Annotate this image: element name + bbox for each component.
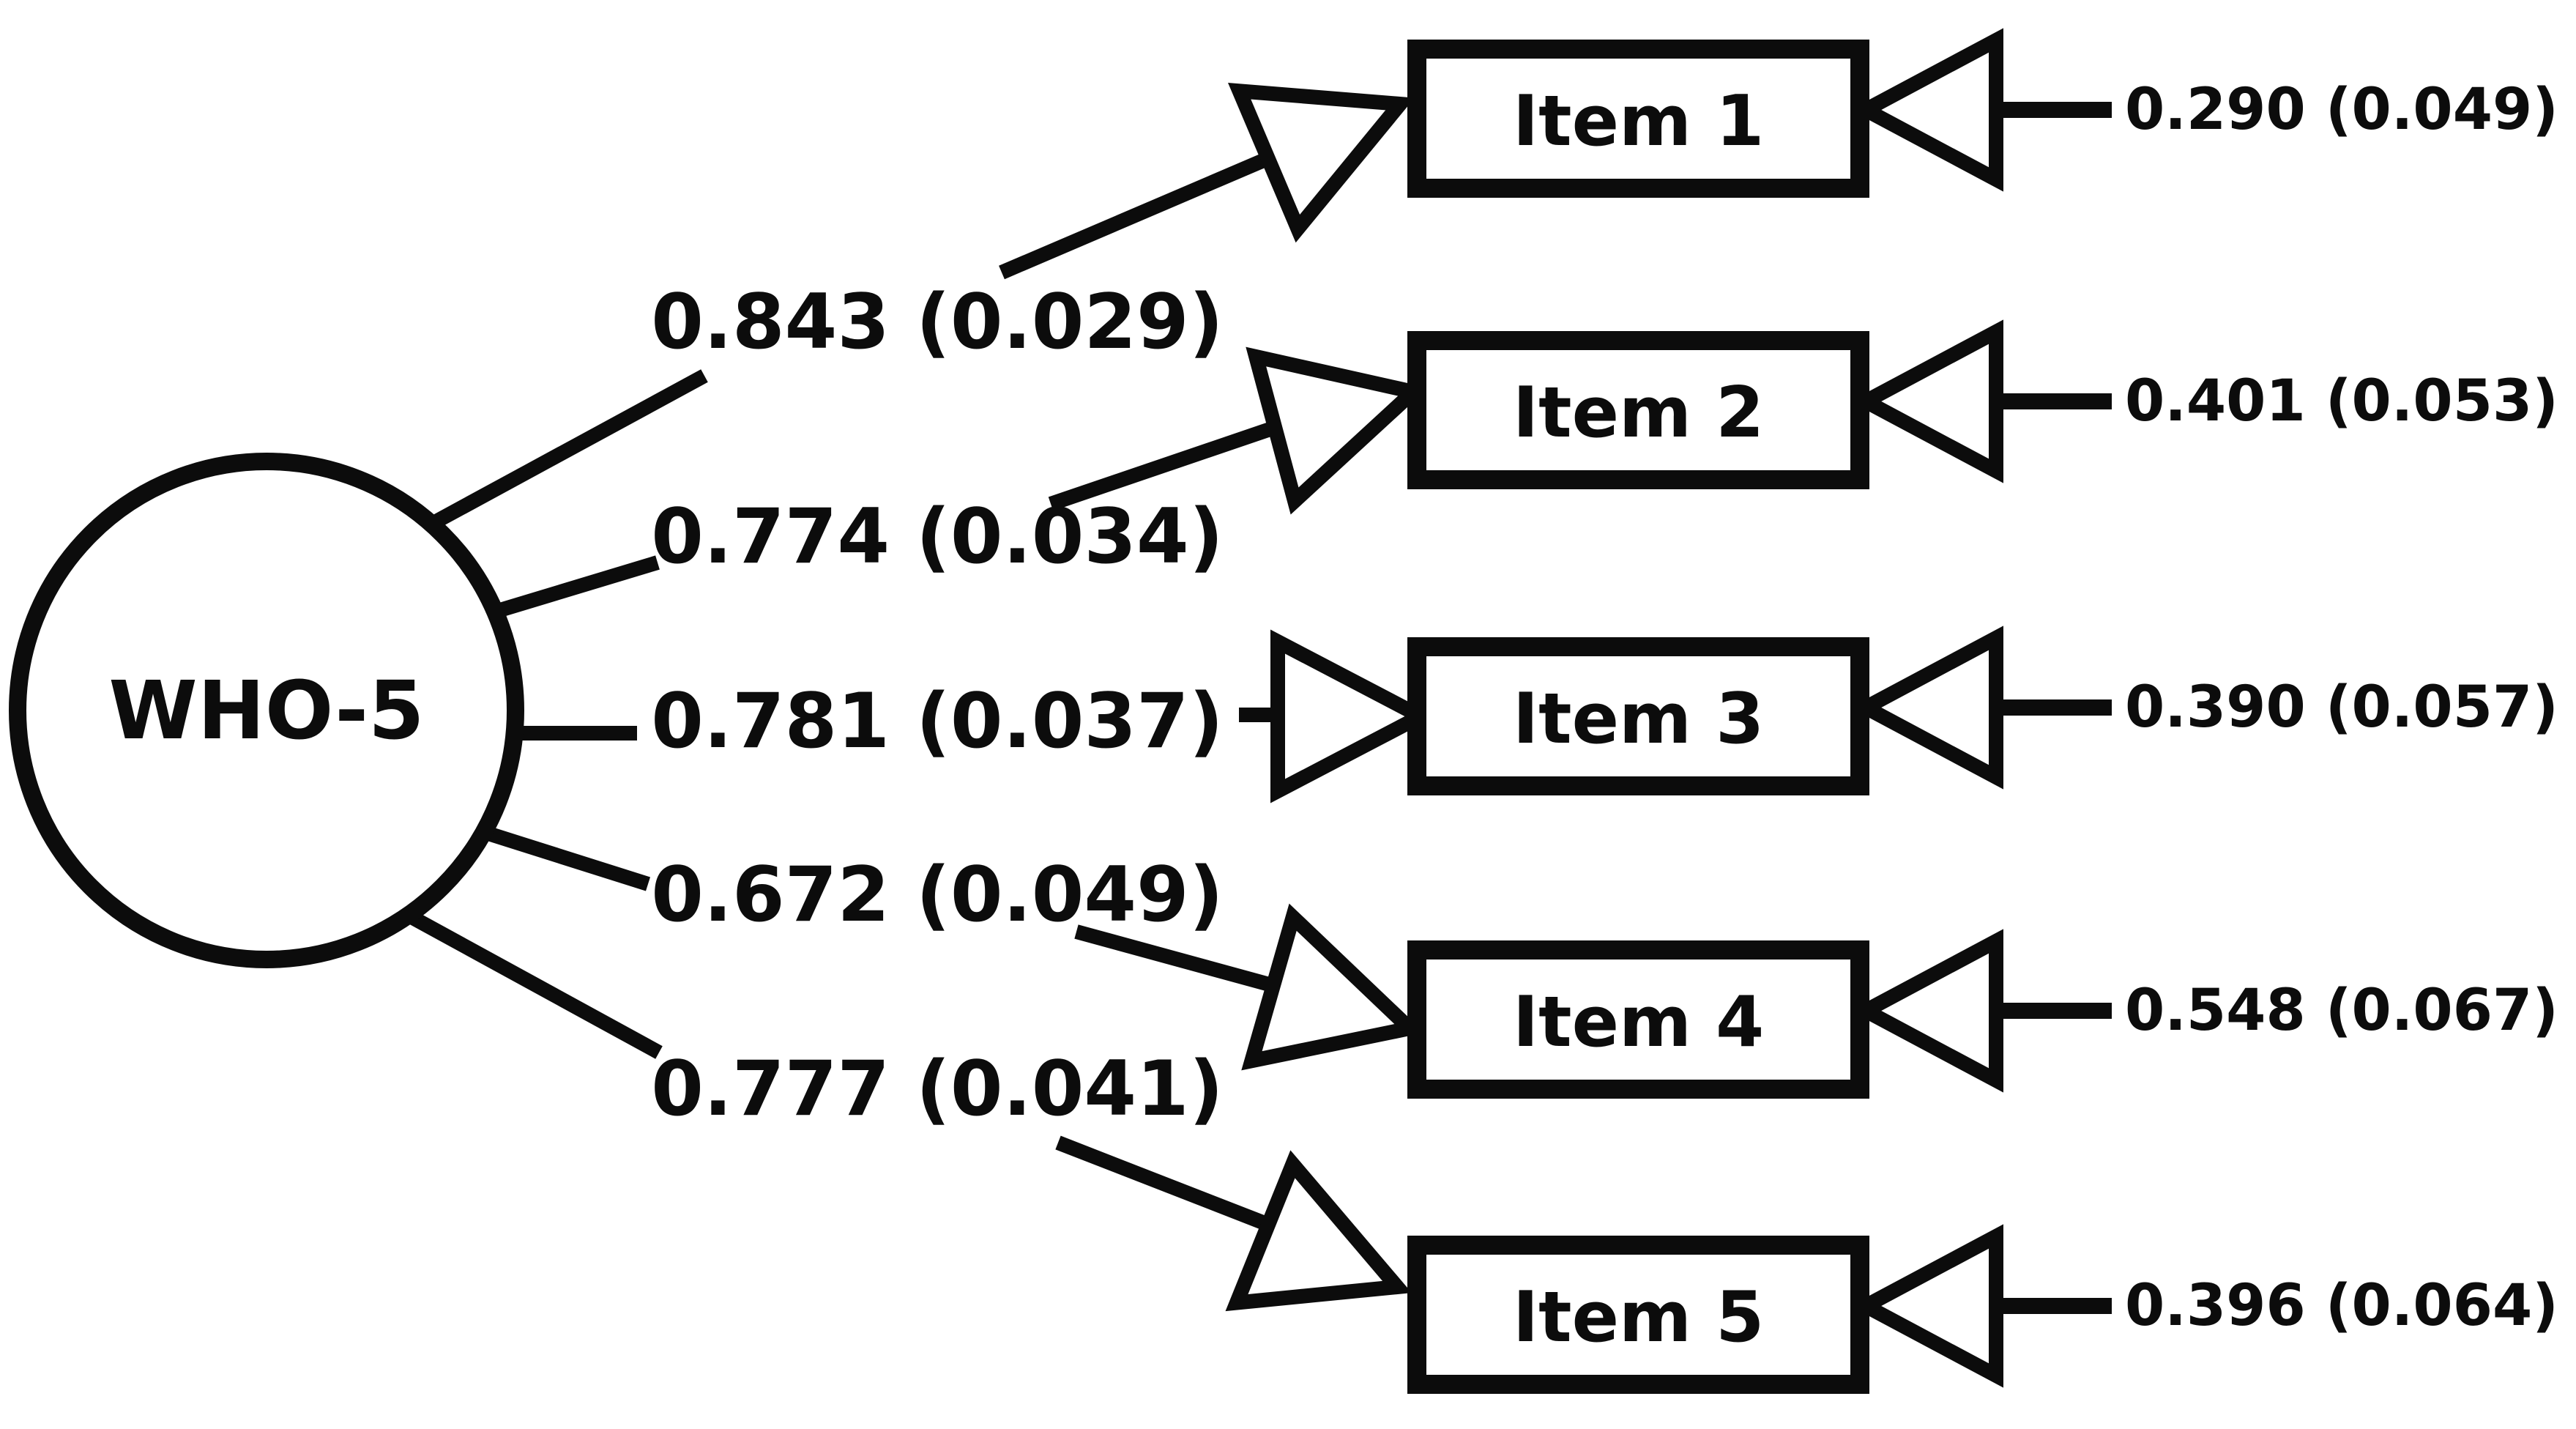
loading-path-b-item-1: [999, 148, 1278, 280]
item-box-2: [1407, 331, 1869, 489]
error-label-item-4: 0.548 (0.067): [2125, 978, 2558, 1044]
item-label-2: Item 2: [1513, 373, 1764, 453]
loading-arrowhead-icon-item-3: [1270, 629, 1437, 803]
loading-arrowhead-icon-item-1: [1227, 83, 1415, 243]
error-arrowhead-icon-item-4: [1850, 929, 2003, 1093]
loading-arrowhead-icon-item-2: [1246, 346, 1429, 515]
error-label-item-5: 0.396 (0.064): [2125, 1273, 2558, 1339]
loading-path-a-item-5: [392, 902, 663, 1059]
loading-arrowhead-icon-item-4: [1241, 903, 1425, 1071]
error-label-item-2: 0.401 (0.053): [2125, 368, 2558, 434]
loading-path-a-item-1: [428, 369, 708, 530]
item-box-3: [1407, 637, 1869, 795]
item-box-5: [1407, 1236, 1869, 1394]
loading-path-b-item-2: [1048, 417, 1286, 511]
nodes-layer: Item 1 0.843 (0.029) 0.290 (0.049) Item 2 0.…: [651, 28, 2558, 1394]
loading-arrowhead-icon-item-5: [1225, 1150, 1412, 1312]
loading-label-item-2: 0.774 (0.034): [651, 493, 1224, 581]
item-label-4: Item 4: [1513, 982, 1764, 1063]
loading-label-item-5: 0.777 (0.041): [651, 1045, 1224, 1133]
loading-label-item-4: 0.672 (0.049): [651, 851, 1224, 939]
item-box-1: [1407, 40, 1869, 198]
item-label-3: Item 3: [1513, 679, 1764, 760]
error-arrowhead-icon-item-2: [1850, 319, 2003, 483]
latent-variable-label: WHO-5: [108, 664, 424, 757]
item-label-5: Item 5: [1513, 1277, 1764, 1358]
error-arrowhead-icon-item-5: [1850, 1224, 2003, 1388]
loading-path-b-item-5: [1055, 1135, 1277, 1234]
loading-label-item-3: 0.781 (0.037): [651, 678, 1224, 765]
error-label-item-1: 0.290 (0.049): [2125, 77, 2558, 143]
loading-label-item-1: 0.843 (0.029): [651, 278, 1224, 366]
item-label-1: Item 1: [1513, 81, 1764, 162]
error-label-item-3: 0.390 (0.057): [2125, 675, 2558, 741]
error-arrowhead-icon-item-1: [1850, 28, 2003, 192]
loading-path-b-item-4: [1074, 924, 1282, 995]
latent-variable-node: [9, 453, 524, 968]
error-arrowhead-icon-item-3: [1850, 626, 2003, 790]
latent-variable: WHO-5: [9, 453, 524, 968]
edges-layer: [392, 102, 2112, 1314]
item-box-4: [1407, 940, 1869, 1099]
